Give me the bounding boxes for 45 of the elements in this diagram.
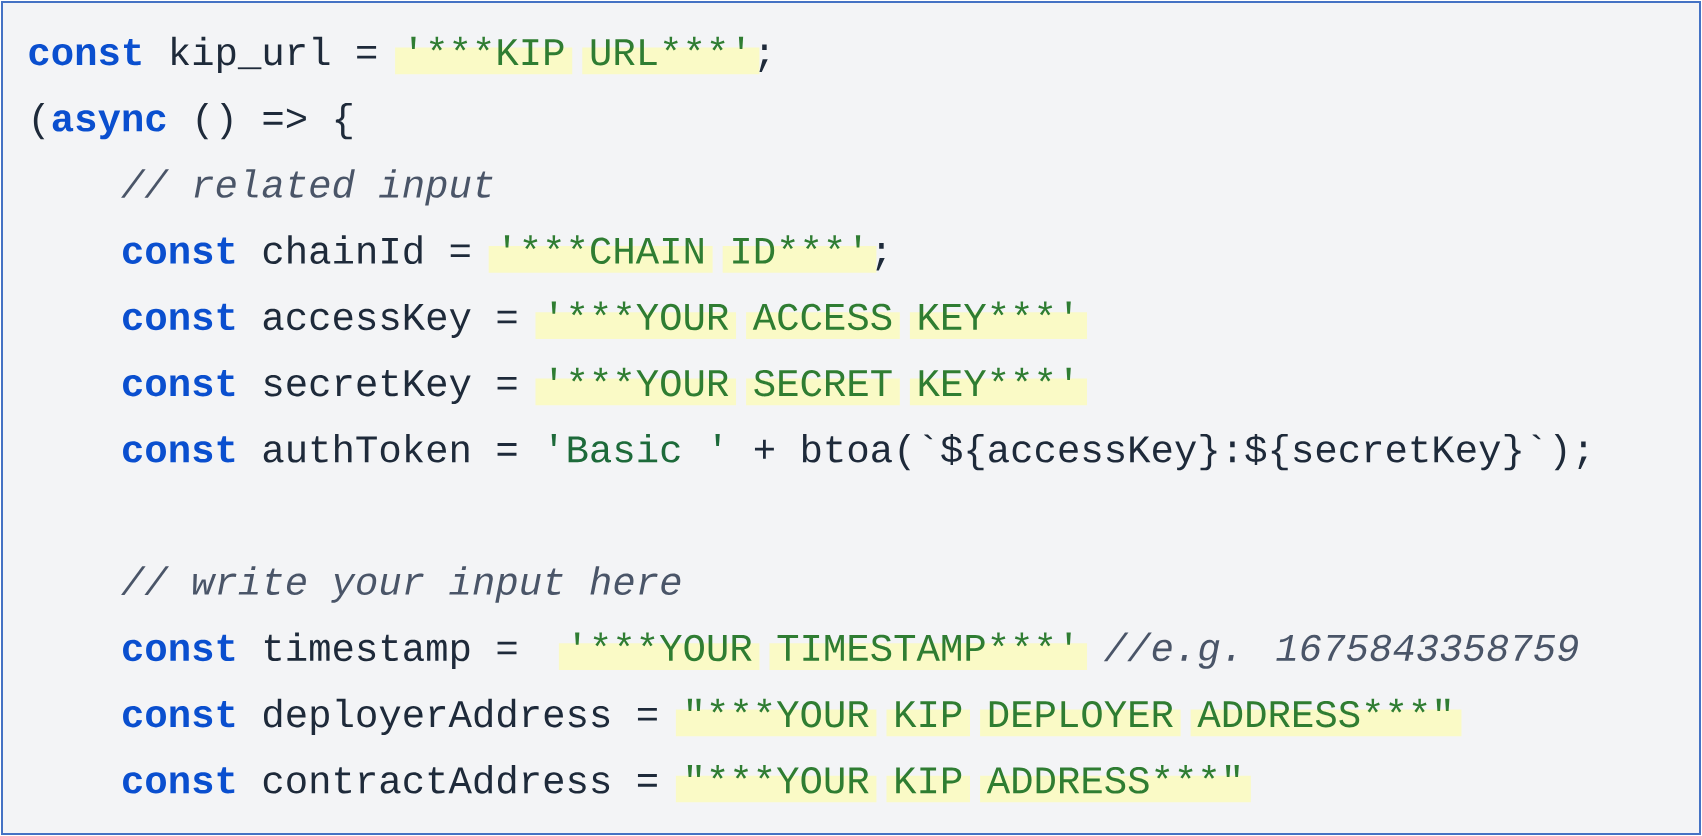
highlighted-string: DEPLOYER xyxy=(980,700,1181,737)
highlighted-string: ID***' xyxy=(722,235,877,273)
code-text: ; xyxy=(759,44,768,72)
highlighted-string: '***YOUR xyxy=(535,367,737,406)
string-literal: 'Basic ' xyxy=(551,433,720,463)
code-comment: // related input xyxy=(121,169,493,206)
highlighted-string: KEY***' xyxy=(909,367,1088,406)
code-text: ( xyxy=(33,102,45,140)
keyword: const xyxy=(123,767,235,794)
code-text: deployerAddress = xyxy=(264,698,657,736)
code-text: ; xyxy=(876,243,885,271)
keyword: const xyxy=(123,701,235,728)
code-text: secretKey = xyxy=(264,370,517,405)
highlighted-string: KEY***' xyxy=(909,301,1088,339)
code-text: authToken = xyxy=(263,433,517,463)
highlighted-string: '***YOUR xyxy=(535,301,737,339)
code-text: accessKey = xyxy=(263,304,517,338)
keyword: const xyxy=(123,303,235,331)
highlighted-string: URL***' xyxy=(582,36,760,75)
highlighted-string: ACCESS xyxy=(746,303,900,339)
highlighted-string: "***YOUR xyxy=(675,698,877,737)
highlighted-string: ADDRESS***" xyxy=(1190,698,1462,737)
highlighted-string: SECRET xyxy=(746,369,900,406)
code-text: contractAddress = xyxy=(263,764,657,794)
code-comment: //e.g. 1675843358759 xyxy=(1103,632,1578,669)
highlighted-string: '***CHAIN xyxy=(488,235,713,273)
code-text: + btoa(`${accessKey}:${secretKey}`); xyxy=(754,433,1587,471)
code-comment: // write your input here xyxy=(121,566,681,603)
keyword: const xyxy=(123,634,235,662)
highlighted-string: '***YOUR xyxy=(558,632,760,670)
keyword: const xyxy=(123,436,235,463)
keyword: const xyxy=(123,370,235,397)
highlighted-string: "***YOUR xyxy=(675,764,877,803)
highlighted-string: KIP xyxy=(886,701,970,737)
highlighted-string: '***KIP xyxy=(395,36,573,75)
keyword: async xyxy=(52,110,166,140)
highlighted-string: ADDRESS***" xyxy=(980,764,1251,803)
keyword: const xyxy=(123,237,235,264)
code-text: () => { xyxy=(197,102,352,140)
highlighted-string: TIMESTAMP***' xyxy=(769,632,1088,670)
code-text: timestamp = xyxy=(264,632,517,669)
keyword: const xyxy=(29,39,141,66)
highlighted-string: KIP xyxy=(886,767,970,803)
code-text: chainId = xyxy=(263,235,470,265)
code-text: kip_url = xyxy=(172,36,377,74)
